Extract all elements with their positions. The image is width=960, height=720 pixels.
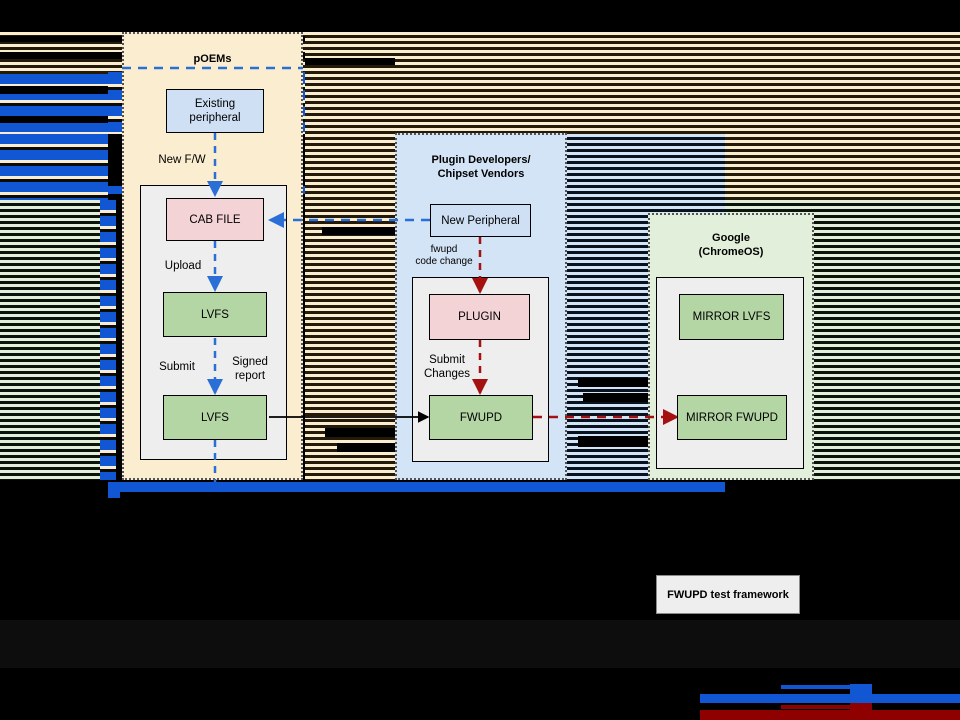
node-fwupd[interactable]: FWUPD [429,395,533,440]
node-lvfs-submit[interactable]: LVFS [163,395,267,440]
label-signed-report-line1: Signed [232,356,268,368]
label-fwupd-code-change-line2: code change [415,256,473,267]
node-fwupd-test-framework[interactable]: FWUPD test framework [656,575,800,614]
label-signed-report-line2: report [234,370,266,382]
label-new-fw: New F/W [158,154,206,166]
node-existing-peripheral-line2: peripheral [189,112,241,124]
panel-plugin-title-line2: Chipset Vendors [437,168,525,180]
label-submit: Submit [159,361,195,373]
node-plugin[interactable]: PLUGIN [429,294,530,340]
label-fwupd-code-change-line1: fwupd [430,244,458,255]
node-mirror-fwupd[interactable]: MIRROR FWUPD [677,395,787,440]
node-existing-peripheral-line1: Existing [194,98,236,110]
label-submit-changes-line2: Changes [423,368,471,380]
node-new-peripheral[interactable]: New Peripheral [430,204,531,237]
panel-google-title-line1: Google [712,232,750,244]
node-existing-peripheral[interactable]: Existing peripheral [166,89,264,133]
node-lvfs-upload[interactable]: LVFS [163,292,267,337]
panel-poems-title: pOEMs [193,53,232,65]
label-submit-changes-line1: Submit [429,354,465,366]
panel-plugin-title-line1: Plugin Developers/ [431,154,531,166]
node-mirror-lvfs[interactable]: MIRROR LVFS [679,294,784,340]
label-upload: Upload [164,260,202,272]
node-cab-file[interactable]: CAB FILE [166,198,264,241]
panel-google-title-line2: (ChromeOS) [698,246,764,258]
